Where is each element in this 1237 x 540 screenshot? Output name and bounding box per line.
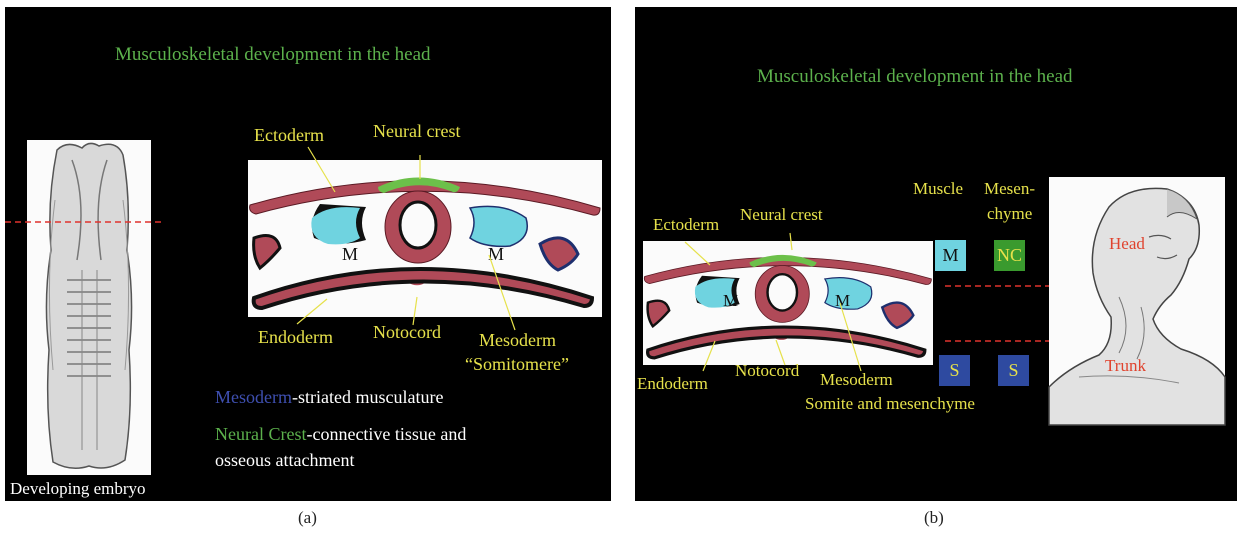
legend-nc-rest: -connective tissue and <box>306 424 466 444</box>
head-drawing <box>1049 177 1225 425</box>
label-notocord-a: Notocord <box>373 323 441 341</box>
label-endoderm-a: Endoderm <box>258 328 333 346</box>
column-muscle: Muscle <box>913 180 963 197</box>
legend-mesoderm-rest: -striated musculature <box>292 387 443 407</box>
column-mesen-1: Mesen- <box>984 180 1035 197</box>
caption-a: (a) <box>298 508 317 528</box>
label-ectoderm-a: Ectoderm <box>254 126 324 144</box>
box-s-1: S <box>939 355 970 386</box>
label-endoderm-b: Endoderm <box>637 375 708 392</box>
box-nc: NC <box>994 240 1025 271</box>
label-neural-crest-b: Neural crest <box>740 206 823 223</box>
box-s-2: S <box>998 355 1029 386</box>
label-head: Head <box>1109 235 1145 252</box>
label-mesoderm-a: Mesoderm <box>479 331 556 349</box>
label-notocord-b: Notocord <box>735 362 799 379</box>
box-muscle-m: M <box>935 240 966 271</box>
legend-mesoderm: Mesoderm-striated musculature <box>215 388 443 406</box>
legend-neural-crest: Neural Crest-connective tissue and <box>215 425 466 443</box>
legend-nc-word: Neural Crest <box>215 424 306 444</box>
legend-nc-line2: osseous attachment <box>215 451 354 469</box>
label-mesoderm-b: Mesoderm <box>820 371 893 388</box>
panel-a: Musculoskeletal development in the head … <box>5 7 611 501</box>
legend-mesoderm-word: Mesoderm <box>215 387 292 407</box>
panel-b: Musculoskeletal development in the head … <box>635 7 1237 501</box>
caption-b: (b) <box>924 508 944 528</box>
label-ectoderm-b: Ectoderm <box>653 216 719 233</box>
label-neural-crest-a: Neural crest <box>373 122 460 140</box>
label-trunk: Trunk <box>1105 357 1146 374</box>
column-mesen-2: chyme <box>987 205 1032 222</box>
head-illustration: Head Trunk <box>1049 177 1225 425</box>
label-somite-mesenchyme: Somite and mesenchyme <box>805 395 975 412</box>
label-somitomere: “Somitomere” <box>465 355 569 373</box>
